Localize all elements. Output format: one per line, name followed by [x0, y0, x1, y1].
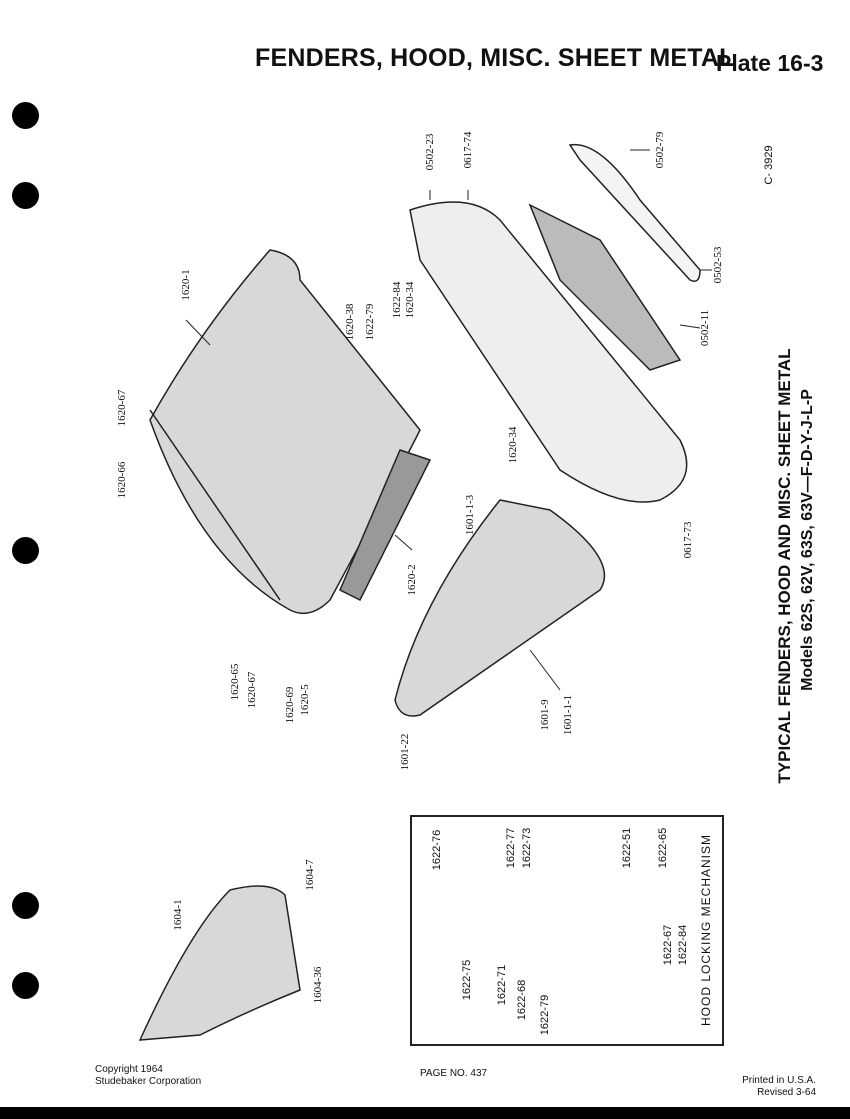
callout-label: 1620-65	[229, 663, 241, 701]
inset-callout: 1622-65	[657, 827, 669, 869]
callout-label: 0502-79	[654, 131, 666, 169]
inset-callout: 1622-51	[621, 827, 633, 869]
callout-label: 1620-66	[116, 461, 128, 499]
drawing-code: C- 3929	[763, 145, 775, 185]
callout-label: 0502-53	[712, 246, 724, 284]
hood-locking-inset	[410, 815, 724, 1046]
callout-label: 1620-67	[116, 389, 128, 427]
callout-label: 1604-1	[172, 899, 184, 931]
inset-callout: 1622-79	[539, 994, 551, 1036]
leader-lines	[185, 149, 712, 691]
callout-label: 1620-67	[246, 671, 258, 709]
hood-panel	[149, 249, 421, 615]
front-fender	[394, 499, 606, 717]
callout-label: 0502-23	[424, 133, 436, 171]
binder-hole	[12, 892, 39, 919]
inset-callout: 1622-75	[461, 959, 473, 1001]
callout-label: 0617-73	[682, 521, 694, 559]
plate-number: Plate 16-3	[716, 50, 824, 76]
callout-label: 1620-38	[344, 303, 356, 341]
company-name: Studebaker Corporation	[95, 1076, 202, 1087]
callout-label: 1620-34	[404, 281, 416, 319]
rear-fender	[138, 885, 301, 1041]
callout-label: 1622-84	[391, 281, 403, 319]
callout-label: 1622-79	[364, 303, 376, 341]
grille-frame	[409, 201, 688, 503]
inset-callout: 1622-77	[505, 827, 517, 869]
callout-label: 1620-1	[180, 269, 192, 301]
callout-label: 1601-1-1	[562, 694, 574, 736]
page-title: FENDERS, HOOD, MISC. SHEET METAL	[255, 44, 735, 72]
page-number: PAGE NO. 437	[420, 1068, 488, 1079]
inset-callout: 1622-71	[496, 964, 508, 1006]
callout-label: 1601-9	[539, 699, 551, 731]
inset-title: HOOD LOCKING MECHANISM	[699, 833, 713, 1027]
grille-mesh	[528, 203, 682, 371]
revised-date: Revised 3-64	[757, 1087, 816, 1098]
callout-label: 1601-22	[399, 733, 411, 771]
copyright: Copyright 1964 Studebaker Corporation	[95, 1064, 201, 1088]
side-title: TYPICAL FENDERS, HOOD AND MISC. SHEET ME…	[775, 348, 794, 784]
inset-callout: 1622-67	[662, 924, 674, 966]
callout-label: 1620-69	[284, 686, 296, 724]
side-subtitle: Models 62S, 62V, 63S, 63V—F-D-Y-J-L-P	[799, 389, 816, 691]
callout-label: 1601-1-3	[464, 494, 476, 536]
inset-callout: 1622-73	[521, 827, 533, 869]
binder-hole	[12, 102, 39, 129]
callout-label: 1620-5	[299, 684, 311, 716]
print-info: Printed in U.S.A. Revised 3-64	[742, 1075, 816, 1099]
inset-callout: 1622-84	[677, 924, 689, 966]
copyright-year: Copyright 1964	[95, 1064, 163, 1075]
callout-label: 0617-74	[462, 131, 474, 169]
inset-callout: 1622-76	[431, 829, 443, 871]
callout-label: 1620-34	[507, 426, 519, 464]
printed-in: Printed in U.S.A.	[742, 1075, 816, 1086]
binder-hole	[12, 972, 39, 999]
scan-edge	[0, 1107, 850, 1119]
hood-seal	[339, 449, 432, 602]
callout-label: 1620-2	[406, 564, 418, 596]
callout-label: 0502-11	[699, 309, 711, 347]
binder-hole	[12, 182, 39, 209]
inset-callout: 1622-68	[516, 979, 528, 1021]
grille-molding	[568, 143, 701, 282]
binder-hole	[12, 537, 39, 564]
callout-label: 1604-7	[304, 859, 316, 891]
callout-label: 1604-36	[312, 966, 324, 1004]
hood-prop-rod	[149, 409, 281, 601]
